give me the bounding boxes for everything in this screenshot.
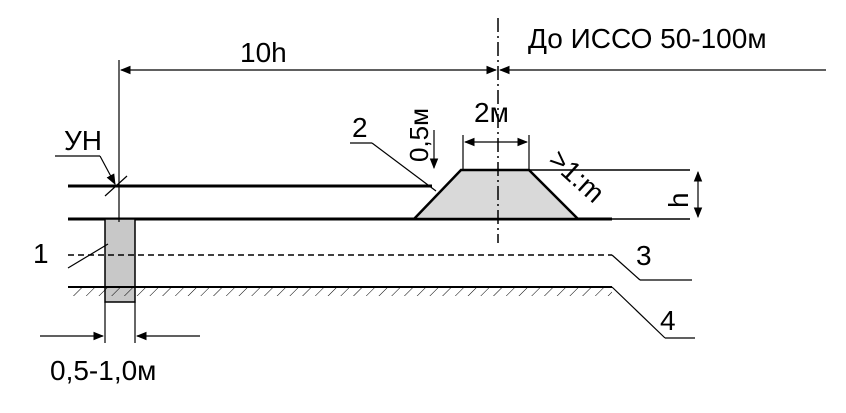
label-h: h xyxy=(663,192,694,208)
label-berm-height: 0,5м xyxy=(404,108,434,162)
ground-callout-4-leader xyxy=(611,286,666,339)
un-tick xyxy=(104,175,128,197)
label-callout-1: 1 xyxy=(33,238,49,269)
ground-hatch xyxy=(72,287,612,296)
un-leader-arrow xyxy=(99,155,116,185)
label-callout-3: 3 xyxy=(636,240,652,271)
callout-2-leader xyxy=(371,142,437,192)
label-callout-4: 4 xyxy=(660,305,676,336)
dashed-callout-3-leader xyxy=(611,254,641,281)
label-callout-2: 2 xyxy=(352,112,368,143)
callout-1-leader xyxy=(67,243,109,269)
label-un: УН xyxy=(64,125,102,156)
label-berm-top-width: 2м xyxy=(474,97,509,128)
label-10h: 10h xyxy=(240,37,287,68)
label-pile-width: 0,5-1,0м xyxy=(50,355,156,386)
berm-trapezoid xyxy=(411,168,582,221)
label-to-isso: До ИССО 50-100м xyxy=(528,23,767,54)
